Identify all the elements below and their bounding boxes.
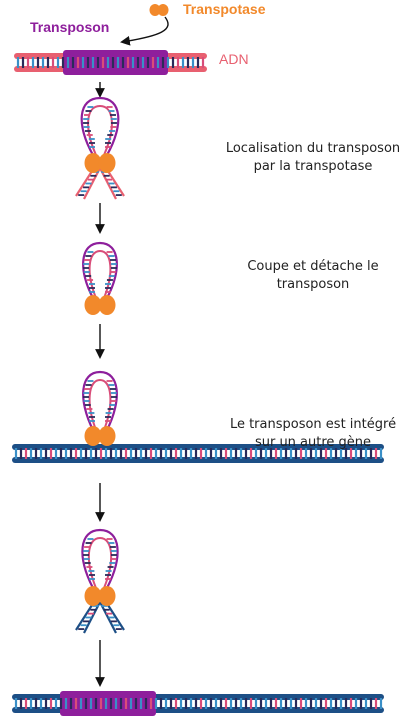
step-3-caption-line1: Le transposon est intégré [229, 417, 397, 432]
transposase-step2-left [84, 295, 102, 315]
transposon-loop-step1 [75, 96, 125, 200]
transposon-label: Transposon [30, 19, 110, 35]
step-1-caption: Localisation du transposon par la transp… [223, 140, 403, 176]
transposase-enzyme-top [149, 4, 169, 16]
step-3-caption: Le transposon est intégré sur un autre g… [223, 416, 403, 452]
step-1-caption-line2: par la transpotase [253, 159, 373, 174]
step-2-caption: Coupe et détache le transposon [223, 258, 403, 294]
dna-label: ADN [219, 51, 249, 67]
transposase-step4-left [84, 586, 102, 606]
transposon-loop-step2 [82, 241, 118, 315]
step-2-caption-line2: transposon [276, 277, 350, 292]
transposase-arrow [120, 16, 169, 46]
donor-dna-strand [14, 50, 207, 75]
step-1-caption-line1: Localisation du transposon [225, 141, 401, 156]
step-3-caption-line2: sur un autre gène [254, 435, 372, 450]
transposase-step1-left [84, 153, 102, 173]
transposon-loop-step4 [75, 528, 125, 634]
recombined-dna-strand [12, 691, 384, 716]
transposase-step2-right [98, 295, 116, 315]
transposase-step1-right [98, 153, 116, 173]
transposase-step3-left [84, 426, 102, 446]
transposase-step4-right [98, 586, 116, 606]
step-2-caption-line1: Coupe et détache le [247, 259, 379, 274]
transposase-step3-right [98, 426, 116, 446]
transposase-label: Transpotase [183, 1, 266, 17]
transposon-loop-step3 [82, 370, 118, 431]
target-dna-strand [12, 444, 384, 463]
